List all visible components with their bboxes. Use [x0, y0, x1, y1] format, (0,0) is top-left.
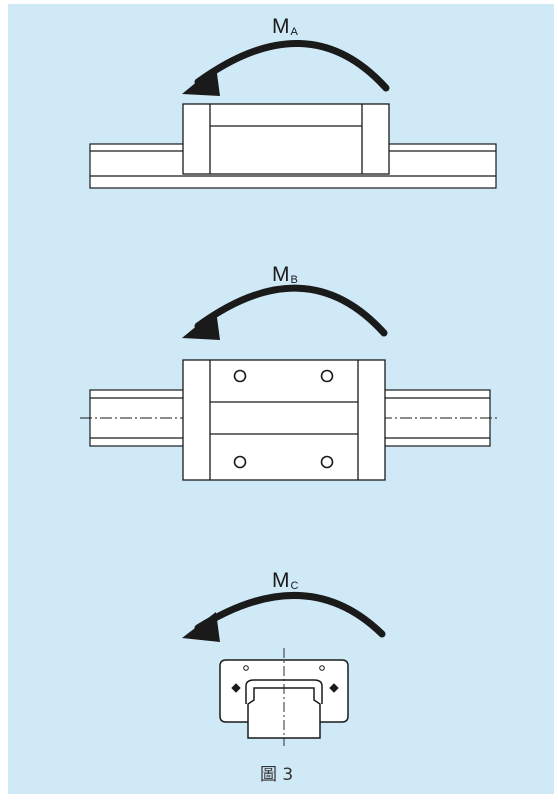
moment-b-arrowhead	[182, 310, 220, 340]
moment-a-label: MA	[272, 15, 298, 38]
moment-a-arrowhead	[182, 66, 220, 96]
rail-end	[247, 687, 321, 739]
moment-c-arrow	[194, 591, 386, 638]
moment-a-view	[89, 40, 497, 189]
slide-block-top	[182, 359, 386, 481]
figure-caption: 圖 3	[260, 765, 294, 785]
moment-c-label: MC	[272, 569, 299, 592]
slide-block-side	[182, 103, 390, 175]
moment-c-view	[182, 591, 386, 746]
moment-a-arrow	[194, 40, 390, 92]
moment-b-view	[80, 284, 500, 481]
moment-c-arrowhead	[182, 612, 220, 642]
moment-b-arrow	[194, 284, 388, 337]
figure-panel: MA MB MC 圖 3	[8, 4, 554, 794]
moment-b-label: MB	[272, 263, 298, 286]
end-seal-marks	[231, 665, 339, 693]
mounting-holes	[233, 369, 334, 469]
